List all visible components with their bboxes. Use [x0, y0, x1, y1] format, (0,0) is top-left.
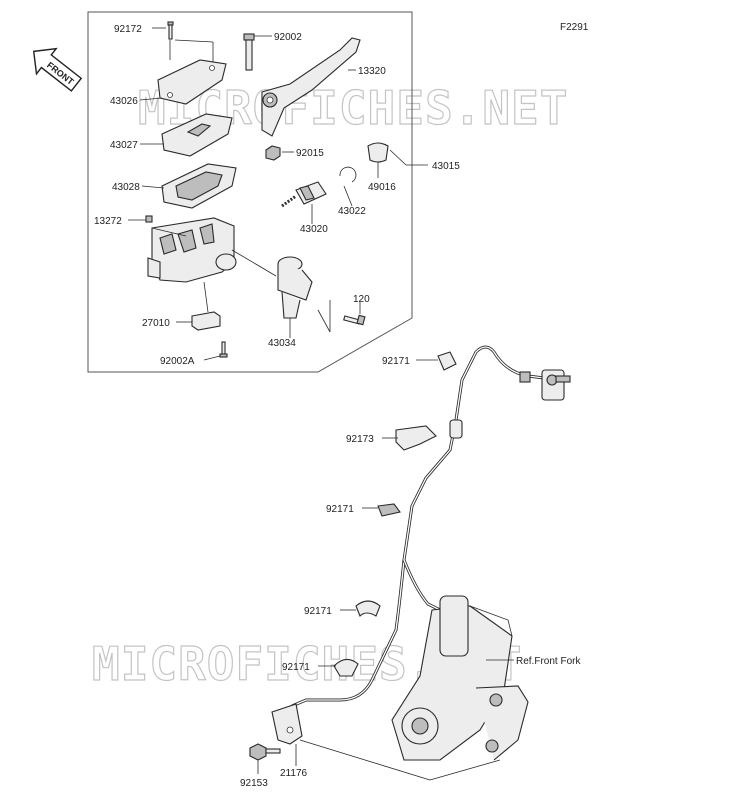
- label-43015: 43015: [432, 161, 460, 172]
- hose-fitting-top: [519, 369, 571, 401]
- label-92172: 92172: [114, 24, 142, 35]
- master-cylinder-body: [147, 217, 237, 283]
- hose-grommet: [449, 419, 463, 439]
- label-13320: 13320: [358, 66, 386, 77]
- label-43026: 43026: [110, 96, 138, 107]
- screw-92002A: [219, 341, 228, 358]
- fitting-13272: [145, 215, 153, 223]
- label-92171-a: 92171: [382, 356, 410, 367]
- label-92002: 92002: [274, 32, 302, 43]
- front-arrow-icon: FRONT: [32, 47, 83, 92]
- label-21176: 21176: [280, 768, 308, 779]
- label-92015: 92015: [296, 148, 324, 159]
- label-120: 120: [353, 294, 370, 305]
- holder-43034: [277, 256, 313, 319]
- nut-92015: [265, 145, 281, 161]
- label-43027: 43027: [110, 140, 138, 151]
- label-43034: 43034: [268, 338, 296, 349]
- clamp-92171-c: [355, 600, 381, 617]
- front-fork-caliper: [391, 595, 529, 761]
- clamp-92173: [395, 425, 437, 451]
- label-43020: 43020: [300, 224, 328, 235]
- clamp-92171-a: [437, 351, 457, 371]
- label-ref-front-fork: Ref.Front Fork: [516, 656, 581, 667]
- bolt-120: [343, 314, 366, 326]
- label-13272: 13272: [94, 216, 122, 227]
- label-92153: 92153: [240, 778, 268, 789]
- label-92002A: 92002A: [160, 356, 195, 367]
- diagram-id: F2291: [560, 22, 589, 33]
- screw-92172: [167, 21, 174, 40]
- label-43028: 43028: [112, 182, 140, 193]
- circlip-43022: [339, 166, 357, 183]
- pivot-bolt-92002: [243, 33, 255, 71]
- label-92171-c: 92171: [304, 606, 332, 617]
- master-cylinder-group-box: [87, 11, 413, 373]
- bracket-21176: [271, 703, 303, 745]
- label-27010: 27010: [142, 318, 170, 329]
- clamp-92171-b: [377, 503, 401, 517]
- label-49016: 49016: [368, 182, 396, 193]
- bolt-92153: [249, 743, 281, 761]
- label-92173: 92173: [346, 434, 374, 445]
- lever-13320: [261, 37, 361, 137]
- boot-49016: [367, 142, 389, 163]
- label-92171-d: 92171: [282, 662, 310, 673]
- label-92171-b: 92171: [326, 504, 354, 515]
- piston-43020: [281, 181, 327, 208]
- clamp-92171-d: [333, 658, 359, 677]
- switch-27010: [191, 311, 221, 331]
- label-43022: 43022: [338, 206, 366, 217]
